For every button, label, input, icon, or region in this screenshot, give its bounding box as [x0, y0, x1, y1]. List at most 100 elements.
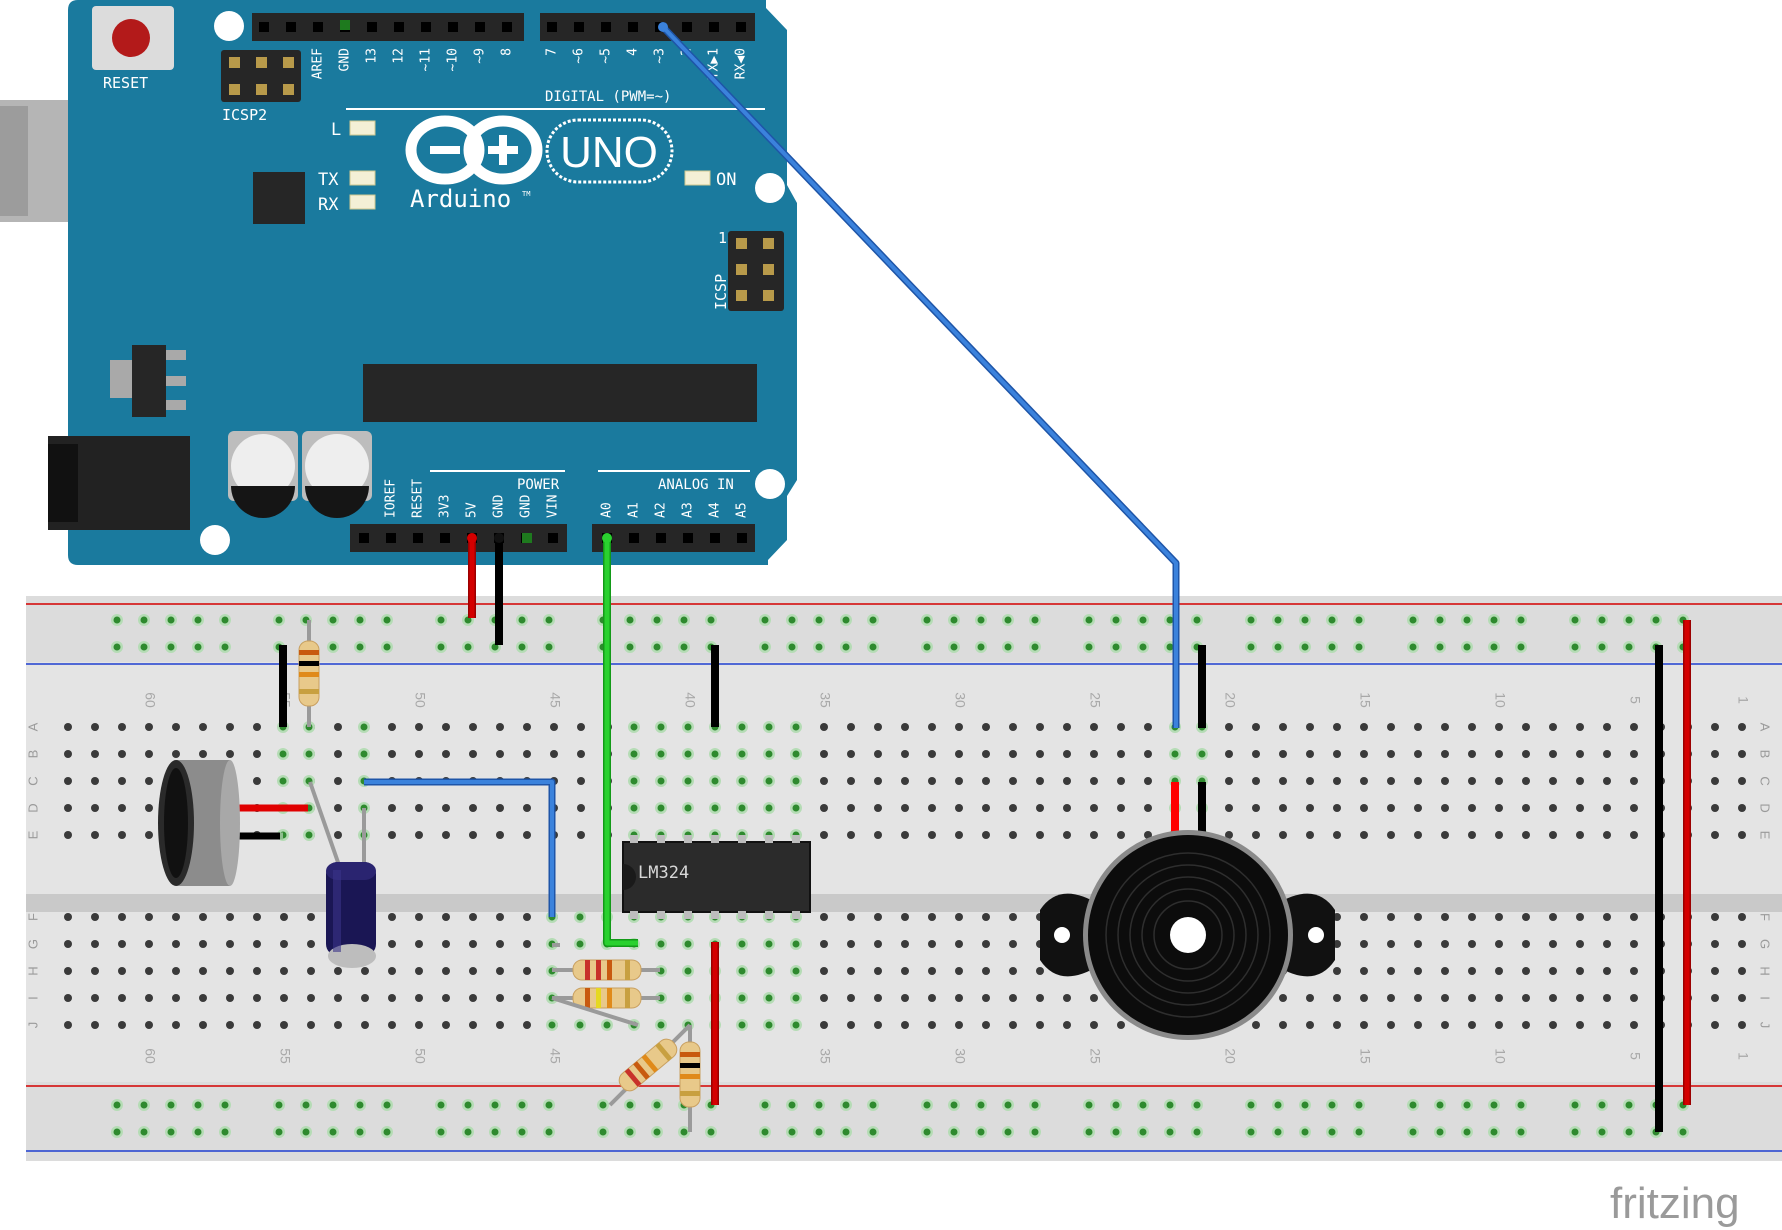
breadboard-hole [1279, 804, 1287, 812]
rail-hole [977, 616, 985, 624]
resistor-horizontal [552, 959, 660, 981]
resistor-vertical [679, 1025, 701, 1132]
rail-hole [1004, 643, 1012, 651]
rail-hole [1409, 616, 1417, 624]
pin-label: ~10 [446, 48, 461, 71]
rail-hole [707, 1128, 715, 1136]
rail-hole [923, 1128, 931, 1136]
connected-hole [657, 777, 665, 785]
ic-pin [792, 911, 800, 919]
breadboard-hole [1441, 750, 1449, 758]
header-pin [313, 22, 323, 32]
breadboard-hole [334, 723, 342, 731]
breadboard-hole [901, 994, 909, 1002]
row-label: H [25, 966, 40, 975]
pin-label: A3 [681, 502, 696, 518]
breadboard-hole [172, 940, 180, 948]
breadboard-hole [1711, 831, 1719, 839]
rail-hole [518, 616, 526, 624]
breadboard-hole [874, 967, 882, 975]
rail-hole [545, 616, 553, 624]
breadboard-hole [199, 994, 207, 1002]
ic-pin [792, 835, 800, 843]
breadboard-hole [253, 913, 261, 921]
rail-hole [356, 643, 364, 651]
breadboard-hole [1738, 750, 1746, 758]
connected-hole [576, 913, 584, 921]
column-number: 25 [1087, 692, 1103, 708]
breadboard-hole [469, 1021, 477, 1029]
rail-hole [1301, 616, 1309, 624]
header-pin [574, 22, 584, 32]
ic-pin [765, 911, 773, 919]
rail-hole [1031, 1128, 1039, 1136]
breadboard-hole [982, 723, 990, 731]
breadboard-hole [280, 913, 288, 921]
breadboard-hole [847, 750, 855, 758]
row-label: I [1758, 996, 1773, 1000]
rail-hole [1598, 643, 1606, 651]
digital-header-label: DIGITAL (PWM=~) [545, 89, 671, 105]
breadboard-hole [1630, 940, 1638, 948]
pin-label: ~5 [599, 48, 614, 64]
breadboard-hole [253, 777, 261, 785]
rail-hole [1463, 1128, 1471, 1136]
breadboard-hole [199, 940, 207, 948]
connected-hole [630, 750, 638, 758]
breadboard-hole [1414, 804, 1422, 812]
rail-hole [1193, 616, 1201, 624]
breadboard-hole [955, 804, 963, 812]
led-l [349, 120, 376, 136]
ic-pin [684, 911, 692, 919]
breadboard-hole [1252, 750, 1260, 758]
rail-hole [194, 1128, 202, 1136]
pin-label: GND [519, 494, 534, 518]
rail-hole [356, 1128, 364, 1136]
breadboard-hole [1333, 994, 1341, 1002]
breadboard-hole [1090, 831, 1098, 839]
breadboard-hole [1063, 804, 1071, 812]
breadboard-hole [523, 940, 531, 948]
breadboard-hole [64, 913, 72, 921]
breadboard-hole [1009, 750, 1017, 758]
breadboard-hole [874, 1021, 882, 1029]
breadboard-hole [91, 831, 99, 839]
row-label: D [1758, 803, 1773, 812]
rail-hole [140, 643, 148, 651]
rail-hole [383, 1128, 391, 1136]
rail-hole [626, 643, 634, 651]
pin-label: RX◀0 [734, 48, 749, 79]
rail-hole [1139, 616, 1147, 624]
breadboard-hole [415, 1021, 423, 1029]
breadboard-hole [1576, 723, 1584, 731]
rail-hole [653, 1128, 661, 1136]
breadboard-hole [1414, 913, 1422, 921]
breadboard-hole [1711, 777, 1719, 785]
breadboard-hole [145, 913, 153, 921]
connected-hole [792, 994, 800, 1002]
breadboard-hole [1441, 940, 1449, 948]
header-pin [629, 533, 639, 543]
breadboard-hole [496, 723, 504, 731]
breadboard-hole [64, 723, 72, 731]
rail-hole [626, 616, 634, 624]
breadboard-hole [1090, 777, 1098, 785]
breadboard-hole [874, 750, 882, 758]
rail-hole [761, 1101, 769, 1109]
rail-hole [221, 643, 229, 651]
rail-hole [1598, 616, 1606, 624]
rail-hole [113, 616, 121, 624]
rail-hole [437, 1101, 445, 1109]
rail-hole [1625, 616, 1633, 624]
rail-hole [1166, 1101, 1174, 1109]
rail-hole [1463, 1101, 1471, 1109]
connected-hole [738, 1021, 746, 1029]
breadboard-hole [280, 940, 288, 948]
rail-hole [518, 1128, 526, 1136]
breadboard-hole [847, 804, 855, 812]
breadboard-hole [901, 777, 909, 785]
rail-hole [1031, 616, 1039, 624]
breadboard-hole [253, 1021, 261, 1029]
rail-hole [1166, 643, 1174, 651]
resistor-vertical [298, 620, 320, 727]
